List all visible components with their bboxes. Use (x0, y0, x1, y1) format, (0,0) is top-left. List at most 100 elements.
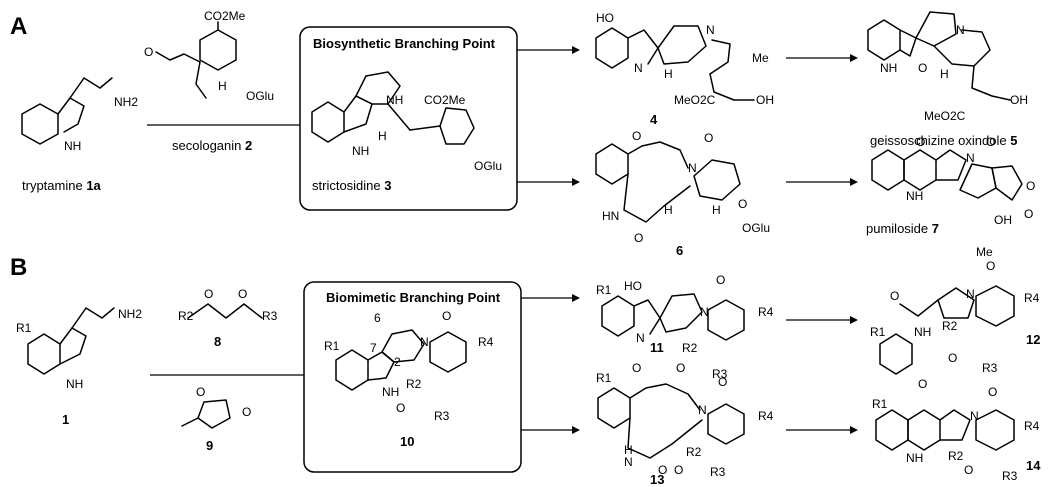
label-tryptamine: tryptamine 1a (22, 178, 102, 193)
atom-nh-7: NH (906, 189, 923, 203)
atom-h-4: H (664, 67, 673, 81)
atom-o-11b: O (676, 361, 685, 375)
compound-12-structure: O N O R4 R1 NH R2 O R3 (870, 259, 1040, 375)
tryptamine-structure: NH2 NH (21, 77, 138, 153)
atom-n-4: N (634, 61, 643, 75)
compound-1-structure: R1 NH2 NH (16, 307, 142, 391)
atom-o-10b: O (396, 401, 405, 415)
atom-o-10: O (442, 309, 451, 323)
atom-num6: 6 (374, 311, 381, 325)
label-cmpd-6: 6 (676, 243, 683, 258)
atom-r3-8: R3 (262, 309, 278, 323)
atom-o-9b: O (242, 405, 251, 419)
atom-oglu-6: OGlu (742, 221, 770, 235)
label-cmpd-12: 12 (1026, 332, 1040, 347)
atom-h-13: H (624, 443, 633, 457)
atom-o-13c: O (718, 375, 727, 389)
atom-r3-14: R3 (1002, 469, 1018, 483)
atom-oglu-2: OGlu (246, 89, 274, 103)
atom-r1-11: R1 (596, 283, 612, 297)
label-cmpd-14: 14 (1026, 458, 1041, 473)
label-cmpd-13: 13 (650, 472, 664, 487)
atom-r3-11: R3 (712, 367, 728, 381)
atom-n-14: N (970, 409, 979, 423)
compound-7-structure: O NH N O O O OH Me (871, 135, 1035, 259)
atom-r2-14: R2 (948, 449, 964, 463)
atom-r4-12: R4 (1024, 291, 1040, 305)
atom-r4-13: R4 (758, 409, 774, 423)
atom-r1-1: R1 (16, 321, 32, 335)
atom-meo2c-4: MeO2C (674, 93, 716, 107)
atom-h-6: H (664, 203, 673, 217)
atom-o-8a: O (204, 287, 213, 301)
atom-o-6d: O (738, 197, 747, 211)
atom-r3-12: R3 (982, 361, 998, 375)
atom-o-6c: O (704, 131, 713, 145)
atom-o-6: O (632, 129, 641, 143)
label-cmpd-9: 9 (206, 438, 213, 453)
atom-o-7b: O (986, 135, 995, 149)
atom-o-12: O (890, 289, 899, 303)
atom-oh-4: OH (756, 93, 774, 107)
atom-r4-10: R4 (478, 335, 494, 349)
atom-n-10: N (420, 335, 429, 349)
atom-me-7: Me (976, 245, 993, 259)
compound-11-structure: R1 HO N N O R4 R2 O R3 (596, 273, 774, 381)
secologanin-structure: O CO2Me H OGlu (144, 9, 274, 103)
atom-o-9a: O (196, 385, 205, 399)
label-cmpd-5: geissoschizine oxindole 5 (870, 133, 1017, 148)
atom-co2me-3: CO2Me (424, 93, 466, 107)
atom-o-5: O (918, 61, 927, 75)
panel-label-b: B (10, 254, 27, 281)
atom-nh-3: NH (386, 93, 403, 107)
label-cmpd-8: 8 (214, 334, 221, 349)
atom-o-14c: O (964, 463, 973, 477)
atom-o-12b: O (986, 259, 995, 273)
strictosidine-structure: NH CO2Me OGlu NH H (311, 71, 502, 173)
atom-co2me-2: CO2Me (204, 9, 246, 23)
atom-oh-5: OH (1010, 93, 1028, 107)
atom-hn-6: HN (602, 209, 619, 223)
atom-r4-11: R4 (758, 305, 774, 319)
atom-oh-7: OH (994, 213, 1012, 227)
atom-num7: 7 (370, 341, 377, 355)
atom-n-12: N (966, 287, 975, 301)
atom-n-6: N (688, 161, 697, 175)
compound-9-structure: O O (181, 385, 251, 429)
panel-label-a: A (10, 13, 27, 40)
label-cmpd-11: 11 (650, 340, 664, 355)
atom-r1-10: R1 (324, 339, 340, 353)
atom-nh2-1a: NH2 (114, 95, 138, 109)
atom-o-6b: O (634, 231, 643, 245)
atom-r2-13: R2 (686, 445, 702, 459)
atom-nh-10: NH (382, 385, 399, 399)
biosynthetic-box-title: Biosynthetic Branching Point (313, 36, 496, 51)
atom-ho-11: HO (624, 279, 642, 293)
atom-n-11: N (636, 331, 645, 345)
atom-o-2: O (144, 45, 153, 59)
atom-r2-12: R2 (942, 319, 958, 333)
label-cmpd-7: pumiloside 7 (866, 221, 939, 236)
atom-o-14b: O (988, 385, 997, 399)
atom-me-4: Me (752, 51, 769, 65)
atom-o-12c: O (948, 351, 957, 365)
atom-ho-4: HO (596, 11, 614, 25)
label-strictosidine: strictosidine 3 (312, 178, 391, 193)
compound-10-structure: R1 7 6 2 N O R4 NH R2 O R3 (324, 309, 494, 423)
atom-h-2: H (218, 79, 227, 93)
atom-n-5: N (956, 23, 965, 37)
atom-meo2c-5: MeO2C (924, 109, 966, 123)
atom-o-13: O (632, 361, 641, 375)
atom-r1-14: R1 (872, 397, 888, 411)
atom-nh-1a: NH (64, 139, 81, 153)
atom-r3-10: R3 (434, 409, 450, 423)
label-cmpd-10: 10 (400, 434, 414, 449)
biomimetic-box-title: Biomimetic Branching Point (326, 290, 501, 305)
atom-nh2-1: NH2 (118, 307, 142, 321)
biomimetic-box (303, 281, 522, 473)
label-cmpd-1: 1 (62, 412, 69, 427)
compound-13-structure: R1 O N H N O O R4 R2 O R3 (596, 361, 774, 479)
atom-n-13: N (698, 403, 707, 417)
atom-nh-1: NH (66, 377, 83, 391)
atom-o-7c: O (1026, 179, 1035, 193)
